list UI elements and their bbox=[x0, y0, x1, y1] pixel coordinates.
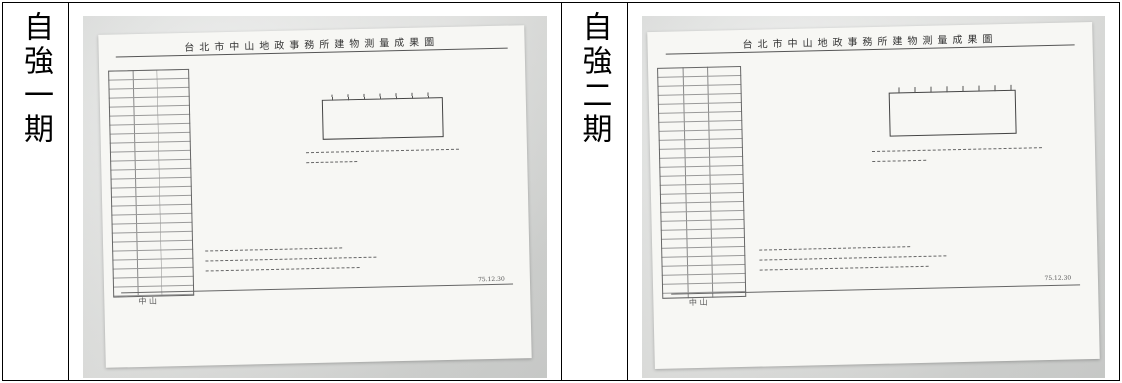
building-sketch bbox=[888, 84, 1017, 137]
record-grid bbox=[107, 69, 194, 299]
handwritten-note bbox=[205, 247, 342, 254]
sketch-outline bbox=[320, 92, 443, 102]
handwritten-note bbox=[758, 255, 946, 263]
phase-label-2: 自強二期 bbox=[576, 11, 612, 147]
handwritten-note bbox=[305, 161, 357, 166]
footer-office-1: 中 山 bbox=[137, 297, 157, 307]
photo-cell-2: 台北市中山地政事務所建物測量成果圖 中 山 75.12.30 bbox=[626, 2, 1120, 381]
footer-date-2: 75.12.30 bbox=[1044, 274, 1072, 283]
survey-document-2: 台北市中山地政事務所建物測量成果圖 中 山 75.12.30 bbox=[647, 21, 1100, 369]
phase-label-1: 自強一期 bbox=[18, 11, 53, 147]
handwritten-note bbox=[872, 147, 1042, 154]
footer-date-1: 75.12.30 bbox=[477, 276, 505, 284]
survey-photo-2: 台北市中山地政事務所建物測量成果圖 中 山 75.12.30 bbox=[641, 16, 1105, 378]
handwritten-note bbox=[205, 267, 360, 274]
survey-photo-1: 台北市中山地政事務所建物測量成果圖 中 山 75.12.30 bbox=[83, 16, 547, 378]
handwritten-note bbox=[305, 149, 459, 156]
sketch-outline bbox=[888, 84, 1016, 94]
handwritten-note bbox=[758, 246, 911, 253]
building-sketch bbox=[320, 92, 444, 141]
survey-document-1: 台北市中山地政事務所建物測量成果圖 中 山 75.12.30 bbox=[97, 25, 532, 369]
footer-office-2: 中 山 bbox=[688, 297, 708, 308]
label-cell-2: 自強二期 bbox=[560, 2, 628, 381]
handwritten-note bbox=[759, 265, 929, 273]
record-grid bbox=[656, 65, 747, 299]
handwritten-note bbox=[872, 159, 926, 164]
handwritten-note bbox=[205, 257, 376, 264]
label-cell-1: 自強一期 bbox=[2, 2, 69, 381]
photo-cell-1: 台北市中山地政事務所建物測量成果圖 中 山 75.12.30 bbox=[68, 2, 562, 381]
